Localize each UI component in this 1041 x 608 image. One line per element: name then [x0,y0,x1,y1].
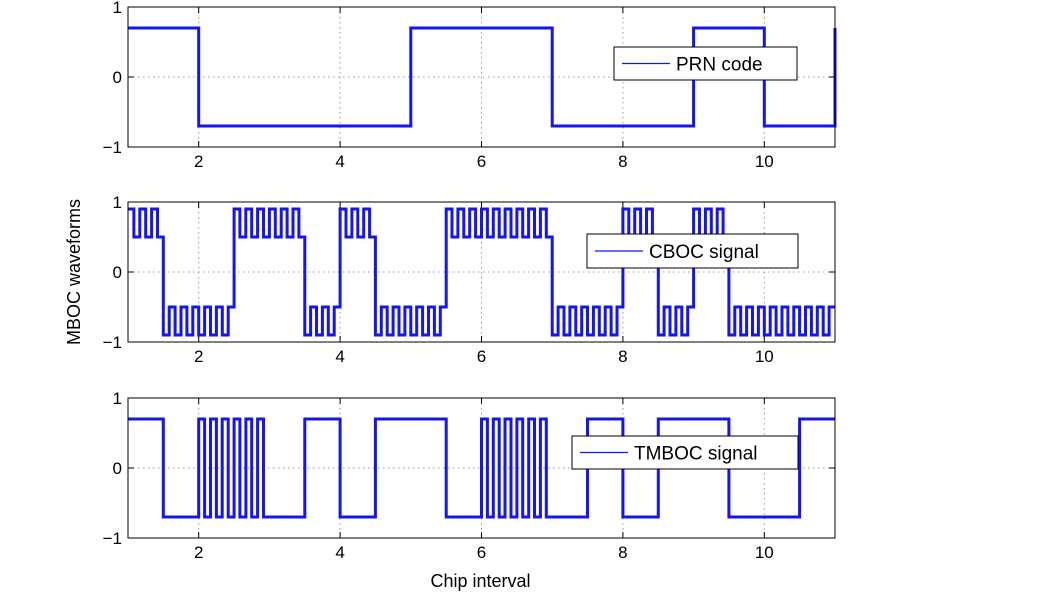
legend-label: CBOC signal [649,242,759,263]
x-axis-label: Chip interval [430,571,530,591]
y-tick-label: 1 [113,193,122,212]
cboc-signal-panel: 2 4 6 8 10 −1 0 1 CBOC signal [103,193,836,366]
series-line [128,207,835,337]
y-tick-label: 1 [113,389,122,408]
x-tick-label: 10 [755,347,774,366]
y-tick-label: −1 [103,529,122,548]
series-lines [128,207,835,337]
x-tick-label: 2 [194,152,203,171]
y-axis-label: MBOC waveforms [64,199,84,345]
series-lines [128,26,837,128]
x-tick-label: 10 [755,152,774,171]
x-tick-label: 4 [335,347,344,366]
y-tick-label: 1 [113,0,122,17]
prn-code-panel: 2 4 6 8 10 −1 0 1 PRN code [103,0,837,171]
y-tick-label: 0 [113,68,122,87]
x-tick-label: 6 [477,543,486,562]
series-line [128,26,837,128]
x-tick-label: 4 [335,543,344,562]
tick-labels: 2 4 6 8 10 −1 0 1 [103,0,774,171]
legend-label: PRN code [676,55,763,76]
y-tick-label: 0 [113,459,122,478]
x-tick-label: 2 [194,543,203,562]
x-tick-label: 8 [618,152,627,171]
legend: CBOC signal [586,233,799,269]
series-lines [128,417,835,519]
legend: PRN code [613,46,798,81]
x-tick-label: 4 [335,152,344,171]
legend: TMBOC signal [571,435,799,470]
legend-label: TMBOC signal [634,444,758,465]
tmboc-signal-panel: 2 4 6 8 10 −1 0 1 TMBOC signal [103,389,836,562]
tick-labels: 2 4 6 8 10 −1 0 1 [103,389,774,562]
series-line [128,417,835,519]
tick-labels: 2 4 6 8 10 −1 0 1 [103,193,774,366]
x-tick-label: 10 [755,543,774,562]
x-tick-label: 6 [477,347,486,366]
y-tick-label: 0 [113,263,122,282]
x-tick-label: 6 [477,152,486,171]
x-tick-label: 8 [618,347,627,366]
x-tick-label: 2 [194,347,203,366]
x-tick-label: 8 [618,543,627,562]
y-tick-label: −1 [103,138,122,157]
tick-marks [128,201,835,343]
tick-marks [128,6,835,148]
y-tick-label: −1 [103,333,122,352]
tick-marks [128,397,835,539]
